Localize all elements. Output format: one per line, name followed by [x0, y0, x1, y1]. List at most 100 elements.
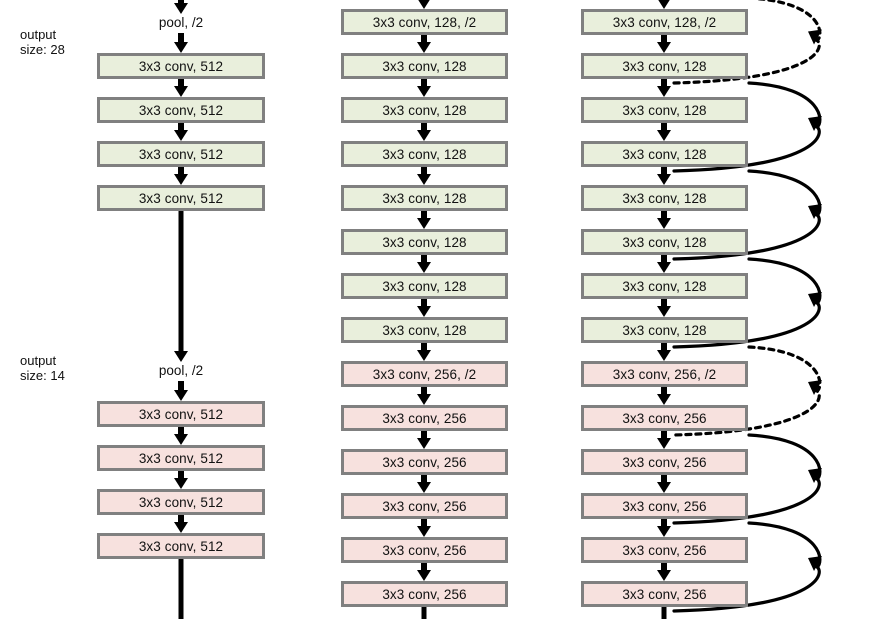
conv-block-label: 3x3 conv, 128: [622, 146, 707, 162]
conv-block: 3x3 conv, 128, /2: [341, 9, 508, 35]
arrow-0-5: [174, 381, 188, 401]
conv-block: 3x3 conv, 512: [97, 141, 265, 167]
conv-block-label: 3x3 conv, 512: [138, 450, 224, 466]
conv-block: 3x3 conv, 256: [341, 449, 508, 475]
conv-block-label: 3x3 conv, 128: [382, 322, 467, 338]
conv-block-label: 3x3 conv, 256: [622, 454, 707, 470]
arrow-1-11-head: [417, 526, 431, 537]
conv-block: 3x3 conv, 512: [97, 489, 265, 515]
arrow-in-1: [418, 0, 430, 9]
conv-block-label: 3x3 conv, 128: [382, 102, 467, 118]
conv-block: 3x3 conv, 128: [341, 229, 508, 255]
arrow-1-8: [417, 387, 431, 405]
arrow-1-11: [417, 519, 431, 537]
arrow-2-8-head: [657, 394, 671, 405]
pool-label: pool, /2: [158, 15, 204, 30]
arrow-2-0: [657, 35, 671, 53]
arrow-in-2-head: [658, 0, 670, 9]
conv-block: 3x3 conv, 128, /2: [581, 9, 748, 35]
arrow-1-3: [417, 167, 431, 185]
conv-block: 3x3 conv, 256: [581, 493, 748, 519]
arrow-1-8-head: [417, 394, 431, 405]
arrow-1-5-head: [417, 262, 431, 273]
conv-block-label: 3x3 conv, 256, /2: [612, 366, 717, 382]
arrow-1-7: [417, 343, 431, 361]
conv-block-label: 3x3 conv, 256: [382, 498, 467, 514]
conv-block-label: 3x3 conv, 256: [622, 586, 707, 602]
arrow-1-1: [417, 79, 431, 97]
arrow-in-1-head: [418, 0, 430, 9]
arrow-1-10: [417, 475, 431, 493]
arrow-2-12-head: [657, 570, 671, 581]
conv-block-label: 3x3 conv, 128: [622, 322, 707, 338]
conv-block: 3x3 conv, 128: [581, 141, 748, 167]
conv-block-label: 3x3 conv, 512: [138, 146, 224, 162]
arrow-0-8-head: [174, 522, 188, 533]
arrow-1-10-head: [417, 482, 431, 493]
shortcut-identity-128-c-apex-head: [808, 292, 822, 307]
conv-block-label: 3x3 conv, 128: [382, 58, 467, 74]
arrow-1-12-head: [417, 570, 431, 581]
arrow-0-5-head: [174, 390, 188, 401]
conv-block-label: 3x3 conv, 256: [622, 542, 707, 558]
output-size-label-line2: size: 28: [20, 42, 65, 57]
arrow-1-1-head: [417, 86, 431, 97]
conv-block: 3x3 conv, 128: [581, 317, 748, 343]
conv-block: 3x3 conv, 256: [341, 581, 508, 607]
conv-block-label: 3x3 conv, 256: [622, 410, 707, 426]
arrow-1-2-head: [417, 130, 431, 141]
arrow-0-0-head: [174, 42, 188, 53]
conv-block: 3x3 conv, 512: [97, 445, 265, 471]
arrow-0-7-head: [174, 478, 188, 489]
arrow-2-4: [657, 211, 671, 229]
conv-block: 3x3 conv, 512: [97, 533, 265, 559]
arrow-2-1: [657, 79, 671, 97]
arrow-in-0-head: [174, 3, 188, 14]
conv-block-label: 3x3 conv, 128: [622, 234, 707, 250]
conv-block: 3x3 conv, 512: [97, 53, 265, 79]
arrow-2-11: [657, 519, 671, 537]
conv-block-label: 3x3 conv, 256: [382, 542, 467, 558]
pool-label: pool, /2: [158, 363, 204, 378]
conv-block: 3x3 conv, 256: [581, 581, 748, 607]
conv-block-label: 3x3 conv, 128: [622, 278, 707, 294]
conv-block-label: 3x3 conv, 512: [138, 406, 224, 422]
arrow-2-8: [657, 387, 671, 405]
conv-block: 3x3 conv, 256: [341, 405, 508, 431]
shortcut-identity-128-a-apex-head: [808, 116, 822, 131]
arrow-2-6-head: [657, 306, 671, 317]
arrow-2-9: [657, 431, 671, 449]
arrow-2-10-head: [657, 482, 671, 493]
conv-block: 3x3 conv, 128: [341, 53, 508, 79]
arrow-0-4-head: [174, 351, 188, 362]
conv-block-label: 3x3 conv, 256, /2: [372, 366, 477, 382]
shortcut-identity-128-b-apex-head: [808, 204, 822, 219]
arrow-2-12: [657, 563, 671, 581]
arrow-2-4-head: [657, 218, 671, 229]
conv-block: 3x3 conv, 128: [581, 229, 748, 255]
conv-block: 3x3 conv, 128: [341, 185, 508, 211]
conv-block-label: 3x3 conv, 512: [138, 538, 224, 554]
arrow-0-2: [174, 123, 188, 141]
arrow-2-11-head: [657, 526, 671, 537]
arrow-1-6-head: [417, 306, 431, 317]
conv-block-label: 3x3 conv, 256: [622, 498, 707, 514]
arrow-2-3: [657, 167, 671, 185]
shortcut-downsample-128-apex-head: [808, 29, 822, 45]
conv-block: 3x3 conv, 256: [341, 493, 508, 519]
arrow-2-1-head: [657, 86, 671, 97]
conv-block: 3x3 conv, 128: [341, 317, 508, 343]
conv-block-label: 3x3 conv, 128, /2: [612, 14, 717, 30]
arrow-in-2: [658, 0, 670, 9]
output-size-label-line2: size: 14: [20, 368, 65, 383]
arrow-1-6: [417, 299, 431, 317]
conv-block: 3x3 conv, 512: [97, 401, 265, 427]
conv-block-label: 3x3 conv, 128: [622, 190, 707, 206]
arrow-1-0-head: [417, 42, 431, 53]
arrow-2-7-head: [657, 350, 671, 361]
shortcut-downsample-256-apex-head: [808, 380, 822, 395]
conv-block: 3x3 conv, 256, /2: [341, 361, 508, 387]
arrow-2-7: [657, 343, 671, 361]
